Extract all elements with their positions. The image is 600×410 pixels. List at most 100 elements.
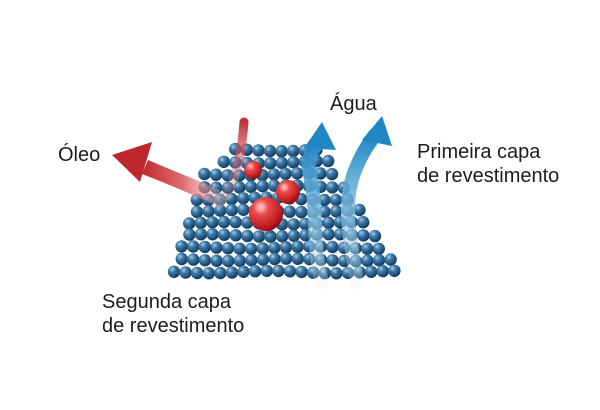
coating-sphere <box>260 264 273 277</box>
first-coating-layer-label-line-2: de revestimento <box>417 165 560 187</box>
first-coating-layer-label: Primeira capa de revestimento <box>417 140 559 188</box>
coating-sphere <box>322 154 335 168</box>
coating-sphere <box>326 240 339 254</box>
water-arrow-right <box>340 116 392 289</box>
coating-sphere <box>365 265 378 278</box>
coating-sphere <box>237 192 250 205</box>
coating-sphere <box>194 216 207 229</box>
coating-sphere <box>244 180 258 193</box>
coating-sphere <box>249 265 262 278</box>
coating-sphere <box>361 254 374 267</box>
oil-droplets <box>244 161 300 235</box>
coating-sphere <box>325 167 339 181</box>
coating-sphere <box>252 144 265 157</box>
coating-sphere <box>191 266 204 280</box>
coating-sphere <box>237 265 250 278</box>
coating-sphere <box>283 205 296 218</box>
coating-sphere <box>287 144 300 158</box>
coating-sphere <box>384 253 397 266</box>
coating-sphere <box>264 230 277 243</box>
coating-sphere <box>210 254 223 267</box>
coating-sphere <box>175 252 188 266</box>
coating-sphere <box>287 218 300 231</box>
coating-sphere <box>225 266 239 279</box>
coating-sphere <box>233 242 246 255</box>
coating-sphere <box>202 205 215 218</box>
coating-sphere <box>187 240 200 253</box>
coating-sphere <box>330 267 343 280</box>
coating-sphere <box>241 229 254 243</box>
oil-droplet-small <box>244 161 262 179</box>
coating-sphere <box>268 241 281 255</box>
coating-sphere <box>376 264 389 278</box>
coating-sphere <box>175 240 188 253</box>
oil-droplet-medium <box>276 180 300 204</box>
coating-sphere <box>214 266 227 280</box>
coating-sphere <box>187 253 200 266</box>
coating-sphere <box>225 203 238 217</box>
coating-sphere <box>268 252 281 266</box>
coating-sphere <box>357 216 370 229</box>
coating-sphere <box>275 156 288 170</box>
coating-sphere <box>368 229 382 243</box>
coating-sphere <box>179 266 192 279</box>
coating-sphere <box>206 228 219 241</box>
coating-sphere <box>272 264 285 278</box>
coating-sphere <box>237 203 250 216</box>
coating-sphere <box>198 167 211 181</box>
coating-sphere <box>372 254 386 267</box>
coating-sphere <box>361 242 374 255</box>
first-coating-layer-label-line-1: Primeira capa <box>417 141 541 163</box>
coating-sphere <box>202 267 215 280</box>
coating-sphere <box>256 179 269 193</box>
coating-sphere <box>222 254 235 268</box>
coating-sphere <box>318 193 331 207</box>
coating-sphere <box>291 167 304 180</box>
coating-sphere <box>275 145 288 158</box>
coating-sphere <box>206 216 219 229</box>
coating-sphere <box>267 168 281 181</box>
coating-sphere <box>198 240 211 254</box>
coating-sphere <box>214 204 227 217</box>
coating-sphere <box>357 229 370 242</box>
coating-sphere <box>291 252 304 265</box>
coating-sphere <box>329 193 343 207</box>
coating-sphere <box>388 264 401 277</box>
coating-sphere <box>167 265 181 278</box>
coating-sphere <box>210 241 223 254</box>
coating-sphere <box>322 228 335 241</box>
coating-sphere <box>283 265 297 278</box>
coating-sphere <box>276 230 289 243</box>
coating-sphere <box>252 230 266 243</box>
coating-sphere <box>217 215 231 229</box>
coating-sphere <box>372 242 385 255</box>
coating-sphere <box>326 181 339 194</box>
coating-sphere <box>218 228 231 241</box>
second-coating-layer-label-line-1: Segunda capa <box>102 291 232 313</box>
coating-sphere <box>330 205 343 218</box>
coating-sphere-layer <box>167 142 401 280</box>
coating-sphere <box>217 155 230 168</box>
coating-sphere <box>245 242 258 255</box>
coating-sphere <box>279 167 292 180</box>
coating-sphere <box>322 216 335 229</box>
second-coating-layer-label: Segunda capa de revestimento <box>102 290 244 338</box>
coating-sphere <box>256 253 270 266</box>
coating-sphere <box>209 168 223 181</box>
coating-sphere <box>280 252 293 265</box>
coating-sphere <box>264 157 277 170</box>
coating-sphere <box>194 228 208 241</box>
coating-sphere <box>295 205 308 219</box>
coating-sphere <box>263 144 277 158</box>
coating-sphere <box>295 265 308 279</box>
water-arrow-left <box>301 122 336 289</box>
coating-sphere <box>183 217 196 230</box>
water-label: Água <box>330 93 377 115</box>
coating-sphere <box>183 228 196 241</box>
oil-droplet-large <box>249 197 283 231</box>
coating-sphere <box>326 254 339 267</box>
coating-sphere <box>198 254 212 267</box>
oil-label: Óleo <box>58 144 101 166</box>
